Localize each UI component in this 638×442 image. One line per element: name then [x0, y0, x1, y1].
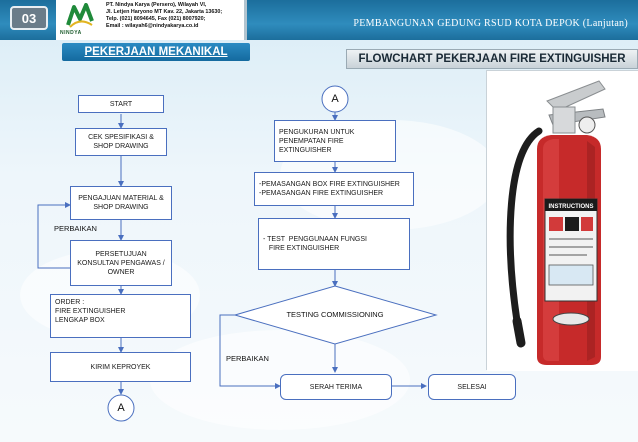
company-line: Email : wilayah6@nindyakarya.co.id — [106, 23, 199, 29]
logo-wordmark: NINDYA — [60, 30, 82, 36]
testing-commissioning-label: TESTING COMMISSIONING — [286, 310, 384, 319]
company-line: Jl. Letjen Haryono MT Kav. 22, Jakarta 1… — [106, 9, 223, 15]
pengukuran-box: PENGUKURAN UNTUK PENEMPATAN FIRE EXTINGU… — [274, 120, 396, 162]
pengukuran-line: EXTINGUISHER — [279, 146, 332, 154]
flowchart-title: FLOWCHART PEKERJAAN FIRE EXTINGUISHER — [346, 49, 638, 69]
pengajuan-material-box: PENGAJUAN MATERIAL & SHOP DRAWING — [70, 186, 172, 220]
connector-a-bottom: A — [117, 402, 125, 414]
perbaikan-label: PERBAIKAN — [54, 224, 97, 233]
flow-arrow-perbaikan-2 — [219, 314, 281, 389]
connector-a-top-circle — [321, 85, 349, 113]
section-label: PEKERJAAN MEKANIKAL — [62, 43, 250, 61]
order-line: FIRE EXTINGUISHER — [55, 308, 126, 315]
order-line: LENGKAP BOX — [55, 317, 105, 324]
perbaikan-label: PERBAIKAN — [226, 354, 269, 363]
nindya-logo-icon — [66, 3, 94, 28]
company-address: PT. Nindya Karya (Persero), Wilayah VI, … — [106, 2, 222, 30]
company-line: PT. Nindya Karya (Persero), Wilayah VI, — [106, 2, 207, 8]
order-box: ORDER : FIRE EXTINGUISHER LENGKAP BOX — [50, 294, 191, 338]
persetujuan-box: PERSETUJUAN KONSULTAN PENGAWAS / OWNER — [70, 240, 172, 286]
serah-terima-box: SERAH TERIMA — [280, 374, 392, 400]
start-box: START — [78, 95, 164, 113]
pemasangan-line: -PEMASANGAN BOX FIRE EXTINGUISHER — [259, 181, 400, 188]
pengukuran-line: PENGUKURAN UNTUK — [279, 128, 355, 136]
project-title: PEMBANGUNAN GEDUNG RSUD KOTA DEPOK (Lanj… — [353, 18, 628, 29]
fire-extinguisher-photo: INSTRUCTIONS — [486, 70, 638, 371]
fire-extinguisher-icon: INSTRUCTIONS — [487, 71, 638, 371]
test-line: - TEST PENGGUNAAN FUNGSI — [263, 236, 367, 243]
kirim-keproyek-box: KIRIM KEPROYEK — [50, 352, 191, 382]
company-line: Telp. (021) 8094645, Fax (021) 8007920; — [106, 16, 206, 22]
extinguisher-label-text: INSTRUCTIONS — [549, 204, 594, 210]
company-logo-block: NINDYA PT. Nindya Karya (Persero), Wilay… — [56, 0, 247, 40]
connector-a-top: A — [331, 93, 339, 105]
pemasangan-line: -PEMASANGAN FIRE EXTINGUISHER — [259, 190, 384, 197]
selesai-box: SELESAI — [428, 374, 516, 400]
testing-decision-diamond — [233, 285, 438, 345]
slide-header: 03 NINDYA PT. Nindya Karya (Persero), Wi… — [0, 0, 638, 40]
connector-a-bottom-circle — [107, 394, 135, 422]
test-fungsi-box: - TEST PENGGUNAAN FUNGSI FIRE EXTINGUISH… — [258, 218, 410, 270]
cek-spesifikasi-box: CEK SPESIFIKASI & SHOP DRAWING — [75, 128, 167, 156]
test-line: FIRE EXTINGUISHER — [263, 245, 340, 252]
flow-arrow-perbaikan-1 — [37, 202, 71, 269]
order-line: ORDER : — [55, 299, 85, 306]
slide-number-badge: 03 — [10, 6, 48, 30]
pengukuran-line: PENEMPATAN FIRE — [279, 137, 344, 145]
pemasangan-box: -PEMASANGAN BOX FIRE EXTINGUISHER -PEMAS… — [254, 172, 414, 206]
